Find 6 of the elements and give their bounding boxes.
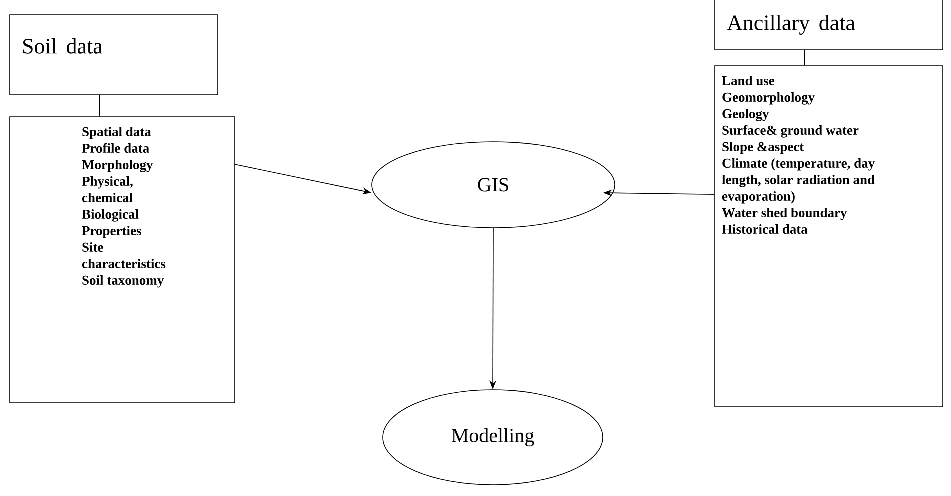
connector-line [99,95,100,117]
connector-line [804,50,805,66]
data-box: Soil data [10,14,218,96]
list-box: Land use Geomorphology Geology Surface& ground water Slope &aspect Climate (temperature, day length, solar radiation and evaporation) Water shed boundary Historical data [714,66,944,408]
list-box: Spatial data Profile data Morphology Physical, chemical Biological Properties Site characteristics Soil taxonomy [10,116,236,404]
data-box: Ancillary data [714,0,944,50]
